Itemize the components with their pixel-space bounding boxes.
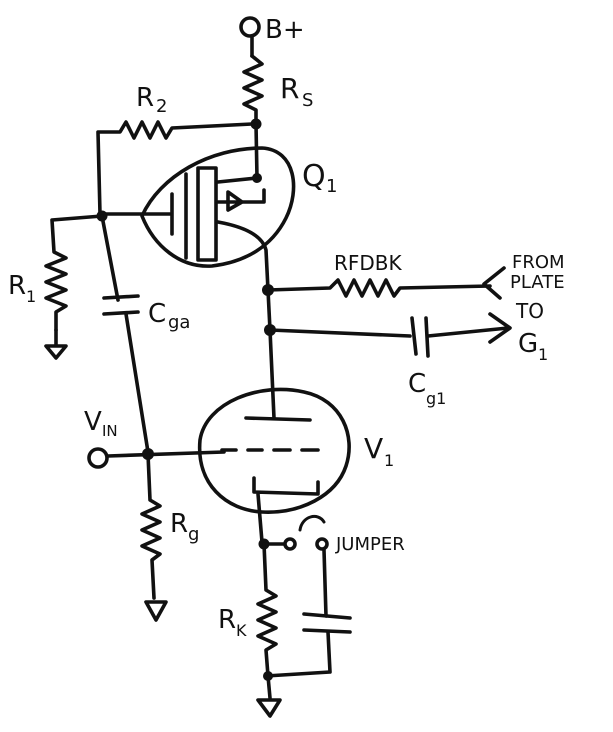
v1-cathode bbox=[252, 476, 320, 544]
label-rs-sub: S bbox=[302, 90, 313, 111]
cg1-plates bbox=[410, 316, 430, 358]
r2-wire bbox=[96, 120, 254, 216]
q1-drain-dot bbox=[252, 173, 262, 183]
label-vin: V bbox=[84, 407, 102, 437]
label-cga: C bbox=[148, 299, 166, 329]
v1-envelope bbox=[197, 387, 351, 514]
label-from: FROM bbox=[512, 252, 565, 273]
cga-wire-bottom bbox=[124, 312, 150, 454]
cap-wire bbox=[322, 548, 328, 618]
rs-to-drain-wire bbox=[254, 122, 259, 180]
label-r1: R bbox=[8, 271, 26, 301]
label-to: TO bbox=[515, 299, 544, 323]
label-v1: V bbox=[364, 432, 383, 465]
cathode-capacitor bbox=[302, 612, 352, 634]
q1-source-arrow bbox=[216, 188, 266, 212]
label-cg1: C bbox=[408, 369, 426, 399]
cg1-wire-left bbox=[268, 328, 412, 338]
label-cga-sub: ga bbox=[168, 312, 190, 333]
vin-wire bbox=[106, 450, 226, 458]
cga-plates bbox=[102, 294, 140, 316]
label-supply: B+ bbox=[265, 15, 305, 45]
label-rfdbk: RFDBK bbox=[334, 251, 403, 275]
label-r1-sub: 1 bbox=[26, 287, 36, 306]
label-rg-sub: g bbox=[188, 524, 199, 545]
label-q1: Q bbox=[302, 159, 326, 194]
rg-resistor bbox=[140, 452, 162, 600]
label-cg1-sub: g1 bbox=[426, 389, 446, 408]
v1-plate-lead bbox=[268, 328, 276, 420]
jumper-link bbox=[298, 514, 326, 532]
label-g1-sub: 1 bbox=[538, 345, 548, 364]
jumper-left-terminal bbox=[283, 537, 297, 551]
cga-wire-top bbox=[100, 214, 120, 302]
label-r2-sub: 2 bbox=[156, 96, 167, 117]
supply-terminal bbox=[239, 16, 261, 38]
to-g1-arrow bbox=[488, 312, 512, 344]
v1-plate bbox=[244, 416, 312, 422]
rk-ground bbox=[256, 674, 282, 718]
q1-drain-lead bbox=[216, 176, 259, 184]
label-rs: R bbox=[280, 72, 299, 105]
r1-ground bbox=[44, 328, 68, 360]
q1-source-lead bbox=[216, 220, 270, 292]
plate-wire bbox=[266, 288, 272, 332]
jumper-right-terminal bbox=[315, 537, 329, 551]
label-vin-sub: IN bbox=[102, 422, 118, 440]
rk-resistor bbox=[256, 542, 278, 678]
label-plate: PLATE bbox=[510, 272, 565, 293]
r1-wire bbox=[44, 214, 104, 332]
rg-ground bbox=[144, 600, 168, 622]
label-jumper: JUMPER bbox=[335, 534, 405, 555]
label-r2: R bbox=[136, 83, 154, 113]
cap-wire-bottom bbox=[264, 630, 332, 678]
vin-terminal bbox=[87, 447, 109, 469]
cg1-wire-right bbox=[426, 326, 510, 338]
label-v1-sub: 1 bbox=[384, 451, 394, 470]
from-plate-arrow bbox=[482, 266, 506, 300]
label-rg: R bbox=[170, 509, 188, 539]
label-g1: G bbox=[518, 329, 538, 359]
label-rk-sub: K bbox=[236, 621, 247, 640]
label-rk: R bbox=[218, 605, 236, 635]
resistor-rs bbox=[242, 54, 264, 124]
rfdbk-resistor bbox=[266, 278, 492, 298]
q1-envelope bbox=[140, 146, 296, 268]
label-q1-sub: 1 bbox=[326, 176, 337, 197]
q1-channel bbox=[184, 166, 218, 262]
